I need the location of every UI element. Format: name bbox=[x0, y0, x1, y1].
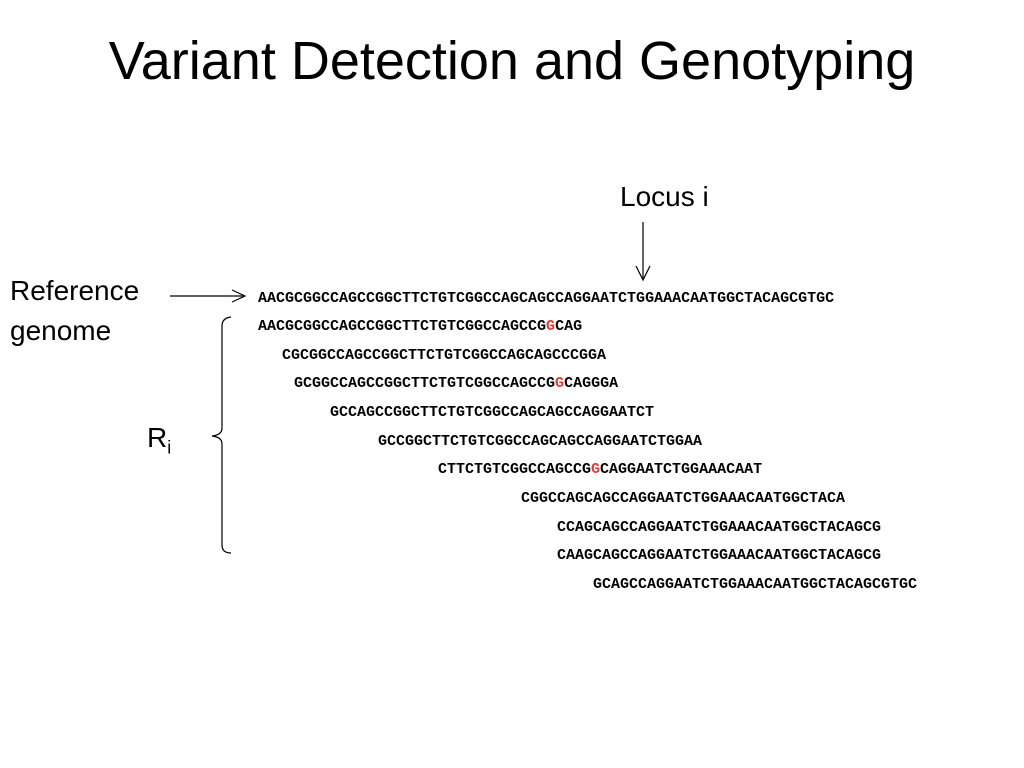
read-seq: CAGGGA bbox=[564, 375, 619, 392]
reference-arrow-head bbox=[231, 289, 247, 303]
reads-label: Ri bbox=[147, 418, 171, 468]
reference-sequence: AACGCGGCCAGCCGGCTTCTGTCGGCCAGCAGCCAGGAAT… bbox=[258, 290, 835, 307]
locus-arrow-head bbox=[635, 265, 651, 282]
read-2: CGCGGCCAGCCGGCTTCTGTCGGCCAGCAGCCCGGA bbox=[282, 346, 606, 366]
read-seq: CAG bbox=[555, 318, 583, 335]
read-seq: CAAGCAGCCAGGAATCTGGAAACAATGGCTACAGCG bbox=[557, 547, 882, 564]
read-7: CGGCCAGCAGCCAGGAATCTGGAAACAATGGCTACA bbox=[521, 489, 845, 509]
read-6: CTTCTGTCGGCCAGCCGGCAGGAATCTGGAAACAAT bbox=[438, 460, 762, 480]
read-seq: CCAGCAGCCAGGAATCTGGAAACAATGGCTACAGCG bbox=[557, 519, 882, 536]
reads-bracket bbox=[211, 316, 232, 554]
reads-label-sub: i bbox=[167, 437, 172, 458]
read-seq: CTTCTGTCGGCCAGCCG bbox=[438, 461, 592, 478]
read-seq: CGGCCAGCAGCCAGGAATCTGGAAACAATGGCTACA bbox=[521, 490, 846, 507]
read-variant-base: G bbox=[546, 318, 556, 335]
slide-title: Variant Detection and Genotyping bbox=[108, 31, 916, 91]
reference-genome-label: Reference genome bbox=[10, 271, 160, 351]
read-seq: GCGGCCAGCCGGCTTCTGTCGGCCAGCCG bbox=[294, 375, 556, 392]
read-variant-base: G bbox=[555, 375, 565, 392]
read-9: CAAGCAGCCAGGAATCTGGAAACAATGGCTACAGCG bbox=[557, 546, 881, 566]
read-seq: GCCGGCTTCTGTCGGCCAGCAGCCAGGAATCTGGAA bbox=[378, 433, 703, 450]
reads-label-main: R bbox=[147, 422, 168, 453]
read-seq: CGCGGCCAGCCGGCTTCTGTCGGCCAGCAGCCCGGA bbox=[282, 347, 607, 364]
locus-label: Locus i bbox=[620, 181, 709, 212]
read-3: GCGGCCAGCCGGCTTCTGTCGGCCAGCCGGCAGGGA bbox=[294, 374, 618, 394]
read-10: GCAGCCAGGAATCTGGAAACAATGGCTACAGCGTGC bbox=[593, 575, 917, 595]
read-seq: CAGGAATCTGGAAACAAT bbox=[600, 461, 763, 478]
read-seq: GCCAGCCGGCTTCTGTCGGCCAGCAGCCAGGAATCT bbox=[330, 404, 655, 421]
read-4: GCCAGCCGGCTTCTGTCGGCCAGCAGCCAGGAATCT bbox=[330, 403, 654, 423]
read-variant-base: G bbox=[591, 461, 601, 478]
read-1: AACGCGGCCAGCCGGCTTCTGTCGGCCAGCCGGCAG bbox=[258, 317, 582, 337]
read-seq: AACGCGGCCAGCCGGCTTCTGTCGGCCAGCCG bbox=[258, 318, 547, 335]
reference-genome-text: Reference genome bbox=[10, 275, 140, 346]
read-8: CCAGCAGCCAGGAATCTGGAAACAATGGCTACAGCG bbox=[557, 518, 881, 538]
read-5: GCCGGCTTCTGTCGGCCAGCAGCCAGGAATCTGGAA bbox=[378, 432, 702, 452]
read-seq: GCAGCCAGGAATCTGGAAACAATGGCTACAGCGTGC bbox=[593, 576, 918, 593]
